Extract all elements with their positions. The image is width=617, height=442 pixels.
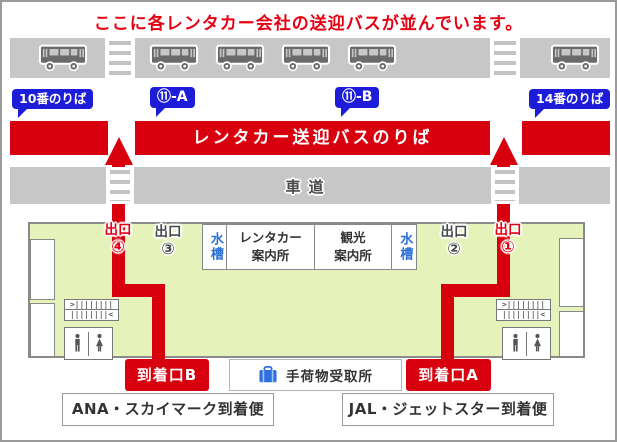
man-icon: [511, 333, 520, 354]
ana-skymark-arrivals: ANA・スカイマーク到着便: [62, 393, 274, 426]
structure-box: [559, 311, 584, 357]
aquarium-right: 水槽: [397, 232, 413, 262]
exit-4: 出口 ④: [104, 222, 132, 256]
crosswalk-right-top: [490, 38, 520, 78]
rental-shuttle-platform-banner: レンタカー送迎バスのりば: [135, 121, 490, 155]
crosswalk-right-road: [491, 167, 519, 204]
man-icon: [73, 333, 82, 354]
structure-box: [30, 239, 55, 300]
toilet-divider: [87, 331, 90, 356]
bus-icon: [347, 44, 397, 72]
woman-icon: [95, 333, 104, 354]
exit-2: 出口 ②: [440, 224, 468, 258]
suitcase-icon: [258, 366, 278, 384]
route-b-down: [152, 284, 165, 360]
escalator-left-icon: >|||||||| ||||||||<: [64, 299, 119, 321]
bus-icon: [215, 44, 265, 72]
baggage-claim-label: 手荷物受取所: [286, 369, 373, 385]
platform-left: [10, 121, 108, 155]
structure-box: [30, 303, 55, 357]
structure-box: [559, 238, 584, 307]
toilet-right: [502, 327, 551, 360]
up-arrow-icon: [105, 137, 133, 165]
baggage-claim: 手荷物受取所: [229, 359, 402, 391]
toilet-left: [64, 327, 113, 360]
bus-icon: [149, 44, 199, 72]
exit-1: 出口 ①: [494, 222, 522, 256]
jal-jetstar-arrivals: JAL・ジェットスター到着便: [342, 393, 554, 426]
crosswalk-left-road: [106, 167, 134, 204]
crosswalk-stripes: [494, 41, 516, 75]
route-b-horizontal: [112, 284, 165, 297]
roadway-label: 車道: [285, 178, 332, 196]
stop-label-14: 14番のりば: [529, 89, 611, 118]
bus-icon: [550, 44, 600, 72]
bus-lane-right: [520, 38, 610, 78]
facilities-row: 水槽 レンタカー 案内所 観光 案内所 水槽: [202, 224, 417, 270]
tourist-info-counter: 観光 案内所: [315, 225, 392, 269]
route-a-down: [441, 284, 454, 360]
platform-right: [522, 121, 610, 155]
page-title: ここに各レンタカー会社の送迎バスが並んでいます。: [93, 14, 524, 34]
toilet-divider: [525, 331, 528, 356]
route-a-vertical: [497, 219, 510, 297]
stop-label-10: 10番のりば: [12, 89, 94, 118]
up-arrow-icon: [490, 137, 518, 165]
stop-label-11b: ⑪-B: [335, 87, 380, 117]
bus-lane-middle: [135, 38, 490, 78]
stop-label-11a: ⑪-A: [150, 87, 195, 117]
bus-icon: [281, 44, 331, 72]
bus-icon: [38, 44, 88, 72]
aquarium-left: 水槽: [203, 225, 227, 269]
escalator-right-icon: >|||||||| ||||||||<: [496, 299, 551, 321]
arrival-gate-a: 到着口A: [406, 359, 491, 391]
crosswalk-stripes: [495, 170, 515, 201]
route-b-vertical: [112, 219, 125, 297]
crosswalk-stripes: [109, 41, 131, 75]
rental-info-counter: レンタカー 案内所: [227, 225, 315, 269]
crosswalk-stripes: [110, 170, 130, 201]
arrival-gate-b: 到着口B: [125, 359, 209, 391]
crosswalk-left-top: [105, 38, 135, 78]
woman-icon: [533, 333, 542, 354]
exit-3: 出口 ③: [154, 224, 182, 258]
bus-lane-left: [10, 38, 105, 78]
route-a-horizontal: [441, 284, 510, 297]
